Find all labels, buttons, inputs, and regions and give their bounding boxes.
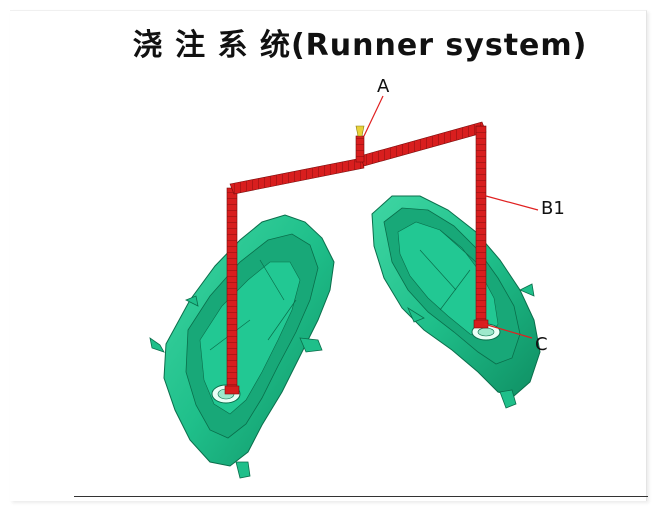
left-drop-runner (226, 187, 238, 393)
callout-label-c: C (535, 334, 548, 355)
bottom-rule (74, 496, 648, 497)
page-title: 浇 注 系 统(Runner system) (132, 28, 588, 63)
right-gate (473, 319, 489, 329)
left-main-runner (229, 157, 365, 195)
sprue-tip-icon (355, 125, 365, 137)
callout-line-c (483, 323, 533, 339)
right-main-runner (359, 121, 487, 167)
right-drop-runner (475, 125, 487, 325)
right-part (371, 195, 541, 409)
left-part (149, 214, 335, 479)
runner-system (224, 121, 489, 395)
callout-line-b1 (485, 195, 539, 211)
callout-label-b1: B1 (541, 198, 565, 219)
callout-line-a (363, 95, 384, 137)
callout-label-a: A (377, 76, 390, 97)
sprue (355, 135, 365, 163)
left-gate (224, 385, 240, 395)
callouts: A B1 C (363, 76, 565, 355)
slide-border (10, 10, 647, 501)
